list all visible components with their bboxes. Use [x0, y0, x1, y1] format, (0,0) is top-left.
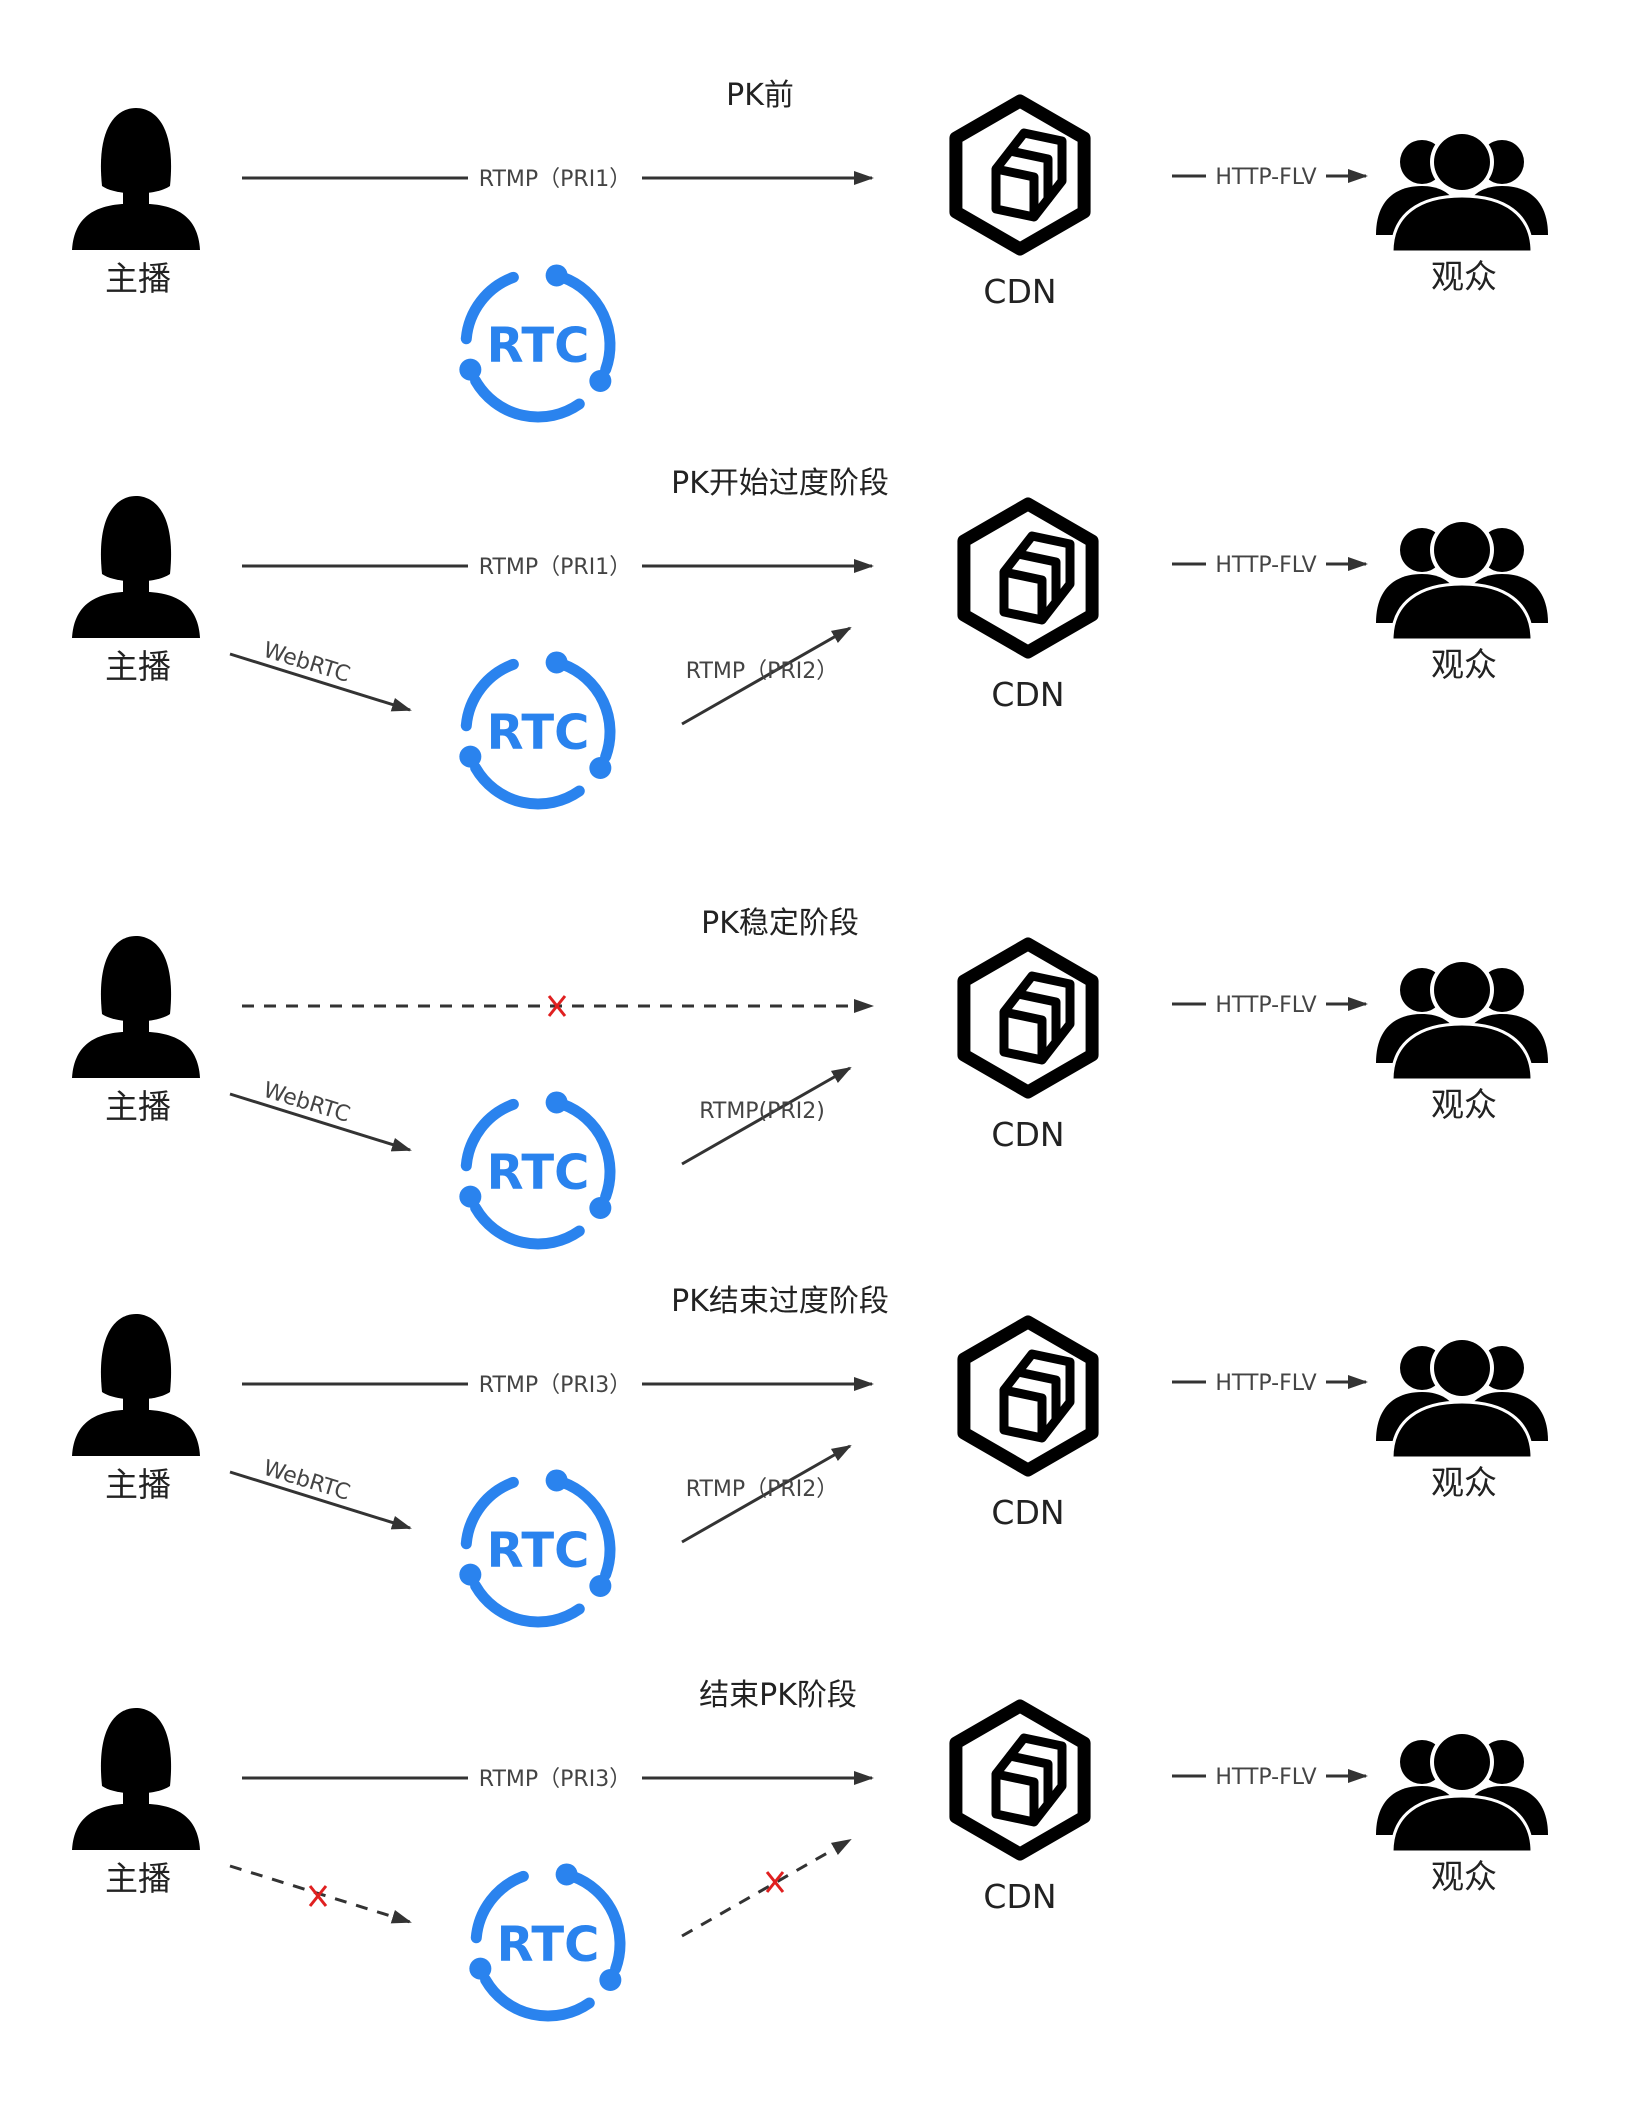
rtc-logo-icon: RTC: [459, 264, 616, 423]
stage-title: PK前: [726, 78, 794, 113]
audience-label: 观众: [1431, 1085, 1497, 1124]
audience-label: 观众: [1431, 1857, 1497, 1896]
rtmp-edge-rtc-label: RTMP（PRI2）: [686, 659, 838, 684]
rtc-logo-icon: RTC: [459, 651, 616, 810]
http-flv-edge: HTTP-FLV: [1172, 165, 1368, 190]
rtc-logo-text: RTC: [487, 318, 590, 374]
rtmp-edge-top: RTMP（PRI1）: [242, 167, 874, 192]
cdn-label: CDN: [983, 272, 1056, 311]
http-flv-label: HTTP-FLV: [1215, 1765, 1316, 1790]
rtmp-edge-top-label: RTMP（PRI1）: [479, 167, 631, 192]
rtmp-edge-top-label: RTMP（PRI3）: [479, 1373, 631, 1398]
group-icon: [1376, 1730, 1548, 1854]
group-icon: [1376, 958, 1548, 1082]
rtmp-edge-top: RTMP（PRI3）: [242, 1767, 874, 1792]
blocked-cross-icon: [765, 1871, 785, 1893]
stage-title: PK开始过度阶段: [671, 466, 889, 501]
http-flv-edge: HTTP-FLV: [1172, 1371, 1368, 1396]
group-icon: [1376, 1336, 1548, 1460]
host-label: 主播: [105, 1859, 171, 1898]
stage-title: PK结束过度阶段: [671, 1284, 889, 1319]
http-flv-edge: HTTP-FLV: [1172, 1765, 1368, 1790]
rtmp-edge-rtc: RTMP(PRI2): [681, 1066, 852, 1166]
person-icon: [72, 1708, 200, 1850]
audience-label: 观众: [1431, 1463, 1497, 1502]
person-icon: [72, 936, 200, 1078]
rtc-logo-text: RTC: [497, 1917, 600, 1973]
person-icon: [72, 1314, 200, 1456]
rtmp-edge-top-label: RTMP（PRI3）: [479, 1767, 631, 1792]
http-flv-edge: HTTP-FLV: [1172, 553, 1368, 578]
rtmp-edge-rtc-label: RTMP（PRI2）: [686, 1477, 838, 1502]
blocked-cross-icon: [308, 1885, 328, 1907]
rtc-logo-icon: RTC: [459, 1091, 616, 1250]
rtmp-edge-rtc: RTMP（PRI2）: [681, 626, 852, 726]
webrtc-edge: [229, 1864, 412, 1924]
rtmp-edge-top-label: RTMP（PRI1）: [479, 555, 631, 580]
http-flv-label: HTTP-FLV: [1215, 1371, 1316, 1396]
webrtc-edge-label: WebRTC: [260, 1456, 353, 1506]
host-label: 主播: [105, 647, 171, 686]
stage-title: PK稳定阶段: [701, 906, 859, 941]
rtmp-edge-rtc: [681, 1838, 852, 1938]
webrtc-edge: WebRTC: [229, 638, 412, 712]
rtc-logo-text: RTC: [487, 1145, 590, 1201]
http-flv-edge: HTTP-FLV: [1172, 993, 1368, 1018]
webrtc-edge-label: WebRTC: [260, 638, 353, 688]
rtmp-edge-rtc-label: RTMP(PRI2): [699, 1099, 825, 1124]
http-flv-label: HTTP-FLV: [1215, 993, 1316, 1018]
cdn-label: CDN: [991, 675, 1064, 714]
person-icon: [72, 496, 200, 638]
rtc-logo-icon: RTC: [459, 1469, 616, 1628]
audience-label: 观众: [1431, 257, 1497, 296]
host-label: 主播: [105, 1465, 171, 1504]
audience-label: 观众: [1431, 645, 1497, 684]
rtmp-edge-top: [242, 995, 874, 1017]
host-label: 主播: [105, 259, 171, 298]
person-icon: [72, 108, 200, 250]
stage-title: 结束PK阶段: [699, 1678, 857, 1713]
http-flv-label: HTTP-FLV: [1215, 165, 1316, 190]
rtc-logo-text: RTC: [487, 1523, 590, 1579]
cdn-hexagon-icon: [957, 1315, 1099, 1477]
cdn-label: CDN: [991, 1115, 1064, 1154]
cdn-hexagon-icon: [949, 1699, 1091, 1861]
rtc-logo-text: RTC: [487, 705, 590, 761]
rtmp-edge-rtc: RTMP（PRI2）: [681, 1444, 852, 1544]
rtc-logo-icon: RTC: [469, 1863, 626, 2022]
cdn-hexagon-icon: [957, 497, 1099, 659]
cdn-label: CDN: [983, 1877, 1056, 1916]
rtmp-edge-top: RTMP（PRI3）: [242, 1373, 874, 1398]
webrtc-edge: WebRTC: [229, 1078, 412, 1152]
webrtc-edge-label: WebRTC: [260, 1078, 353, 1128]
group-icon: [1376, 518, 1548, 642]
cdn-label: CDN: [991, 1493, 1064, 1532]
blocked-cross-icon: [547, 995, 567, 1017]
host-label: 主播: [105, 1087, 171, 1126]
group-icon: [1376, 130, 1548, 254]
http-flv-label: HTTP-FLV: [1215, 553, 1316, 578]
rtmp-edge-top: RTMP（PRI1）: [242, 555, 874, 580]
webrtc-edge: WebRTC: [229, 1456, 412, 1530]
cdn-hexagon-icon: [957, 937, 1099, 1099]
cdn-hexagon-icon: [949, 94, 1091, 256]
